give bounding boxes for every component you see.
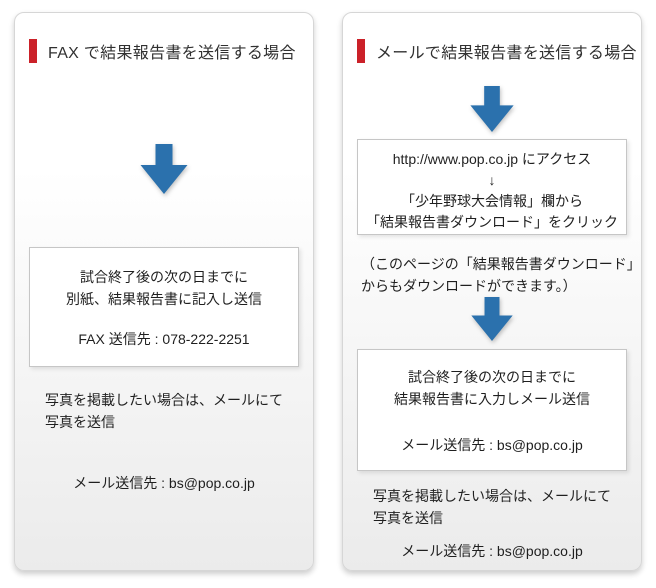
- mail-instruction-line: 結果報告書に入力しメール送信: [394, 391, 590, 407]
- fax-panel-header: FAX で結果報告書を送信する場合: [29, 39, 296, 63]
- fax-flow-panel: FAX で結果報告書を送信する場合 試合終了後の次の日までに 別紙、結果報告書に…: [14, 12, 314, 571]
- mail-instruction-box: 試合終了後の次の日までに 結果報告書に入力しメール送信 メール送信先 : bs@…: [357, 349, 627, 471]
- red-accent-bar: [29, 39, 37, 63]
- fax-instruction-line: 試合終了後の次の日までに: [80, 269, 248, 285]
- small-down-arrow: ↓: [488, 172, 496, 188]
- access-url-line: http://www.pop.co.jp にアクセス: [392, 151, 592, 167]
- mail-flow-panel: メールで結果報告書を送信する場合 http://www.pop.co.jp にア…: [342, 12, 642, 571]
- down-arrow-icon: [469, 297, 515, 341]
- download-alternative-note: （このページの「結果報告書ダウンロード」 からもダウンロードができます。）: [361, 253, 641, 297]
- mail-address-line: メール送信先 : bs@pop.co.jp: [73, 475, 255, 491]
- fax-instruction-line: 別紙、結果報告書に記入し送信: [66, 291, 262, 307]
- fax-number-line: FAX 送信先 : 078-222-2251: [78, 331, 250, 347]
- fax-panel-title: FAX で結果報告書を送信する場合: [48, 45, 296, 62]
- down-arrow-icon: [140, 144, 188, 194]
- mail-panel-title: メールで結果報告書を送信する場合: [376, 45, 637, 62]
- down-arrow-icon: [469, 86, 515, 132]
- red-accent-bar: [357, 39, 365, 63]
- note-line: からもダウンロードができます。）: [361, 278, 577, 294]
- photo-note: 写真を掲載したい場合は、メールにて 写真を送信: [373, 485, 611, 529]
- fax-instruction-box: 試合終了後の次の日までに 別紙、結果報告書に記入し送信 FAX 送信先 : 07…: [29, 247, 299, 367]
- note-line: （このページの「結果報告書ダウンロード」: [361, 256, 641, 272]
- menu-section-line: 「少年野球大会情報」欄から: [401, 193, 583, 209]
- photo-note-line: 写真を掲載したい場合は、メールにて: [45, 392, 283, 408]
- mail-address-line: メール送信先 : bs@pop.co.jp: [401, 437, 583, 453]
- photo-note-line: 写真を送信: [373, 510, 443, 526]
- click-download-line: 「結果報告書ダウンロード」をクリック: [366, 214, 618, 230]
- download-steps-box: http://www.pop.co.jp にアクセス ↓ 「少年野球大会情報」欄…: [357, 139, 627, 235]
- photo-note: 写真を掲載したい場合は、メールにて 写真を送信: [45, 389, 283, 433]
- mail-instruction-line: 試合終了後の次の日までに: [408, 369, 576, 385]
- mail-panel-header: メールで結果報告書を送信する場合: [357, 39, 637, 63]
- photo-note-line: 写真を掲載したい場合は、メールにて: [373, 488, 611, 504]
- photo-note-line: 写真を送信: [45, 414, 115, 430]
- mail-address-line: メール送信先 : bs@pop.co.jp: [401, 543, 583, 559]
